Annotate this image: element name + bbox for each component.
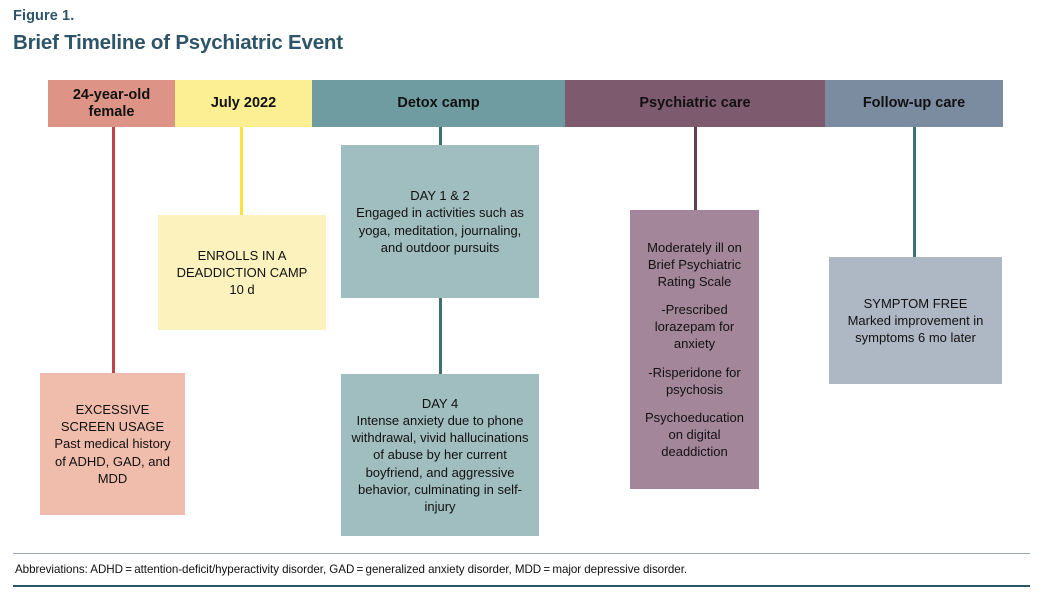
connector-line-patient [112, 127, 115, 373]
phase-label-date: July 2022 [210, 95, 277, 112]
connector-line-detox-upper [439, 127, 442, 145]
connector-line-detox-lower [439, 298, 442, 374]
footer-abbreviations: Abbreviations: ADHD = attention-deficit/… [15, 563, 688, 576]
connector-line-psychiatric [694, 127, 697, 210]
phase-segment-psychiatric[interactable]: Psychiatric care [565, 80, 825, 127]
event-body-enrolls-deaddiction-camp: 10 d [229, 282, 255, 298]
connector-line-followup [913, 127, 916, 257]
event-heading-enrolls-deaddiction-camp: ENROLLS IN A DEADDICTION CAMP [176, 247, 308, 280]
phase-label-psychiatric: Psychiatric care [639, 95, 751, 112]
figure-label: Figure 1. [13, 8, 75, 24]
event-heading-excessive-screen-usage: EXCESSIVE SCREEN USAGE [60, 402, 165, 435]
event-heading-symptom-free: SYMPTOM FREE [863, 295, 968, 311]
psychiatric-detail-line-2: -Prescribed lorazepam for anxiety [654, 302, 735, 352]
phase-label-patient: 24-year-old female [72, 86, 151, 120]
psychiatric-detail-line-1: Moderately ill on Brief Psychiatric Rati… [647, 239, 742, 289]
phase-segment-date[interactable]: July 2022 [175, 80, 312, 127]
event-box-enrolls-deaddiction-camp[interactable]: ENROLLS IN A DEADDICTION CAMP 10 d [158, 215, 326, 330]
figure-title: Brief Timeline of Psychiatric Event [13, 31, 343, 54]
psychiatric-detail-line-3: -Risperidone for psychosis [648, 364, 741, 397]
phase-label-detox: Detox camp [397, 95, 480, 112]
event-box-symptom-free[interactable]: SYMPTOM FREE Marked improvement in sympt… [829, 257, 1002, 384]
event-body-day-4: Intense anxiety due to phone withdrawal,… [351, 413, 529, 514]
event-box-day-4[interactable]: DAY 4 Intense anxiety due to phone withd… [341, 374, 539, 536]
footer-rule-top [13, 553, 1030, 554]
event-heading-day-4: DAY 4 [421, 395, 459, 411]
event-heading-day-1-and-2: DAY 1 & 2 [410, 188, 470, 204]
event-box-excessive-screen-usage[interactable]: EXCESSIVE SCREEN USAGE Past medical hist… [40, 373, 185, 515]
phase-segment-detox[interactable]: Detox camp [312, 80, 565, 127]
event-body-symptom-free: Marked improvement in symptoms 6 mo late… [847, 312, 984, 346]
phase-label-followup: Follow-up care [862, 95, 966, 112]
connector-line-date [240, 127, 243, 215]
psychiatric-detail-line-4: Psychoeducation on digital deaddiction [644, 409, 744, 460]
phase-segment-patient[interactable]: 24-year-old female [48, 80, 175, 127]
event-body-day-1-and-2: Engaged in activities such as yoga, medi… [356, 205, 524, 255]
timeline-phase-bar: 24-year-old female July 2022 Detox camp … [48, 80, 1003, 127]
event-body-excessive-screen-usage: Past medical history of ADHD, GAD, and M… [54, 436, 171, 486]
footer-rule-bottom [13, 585, 1030, 587]
event-box-day-1-and-2[interactable]: DAY 1 & 2 Engaged in activities such as … [341, 145, 539, 298]
event-box-psychiatric-care-detail[interactable]: Moderately ill on Brief Psychiatric Rati… [630, 210, 759, 489]
phase-segment-followup[interactable]: Follow-up care [825, 80, 1003, 127]
